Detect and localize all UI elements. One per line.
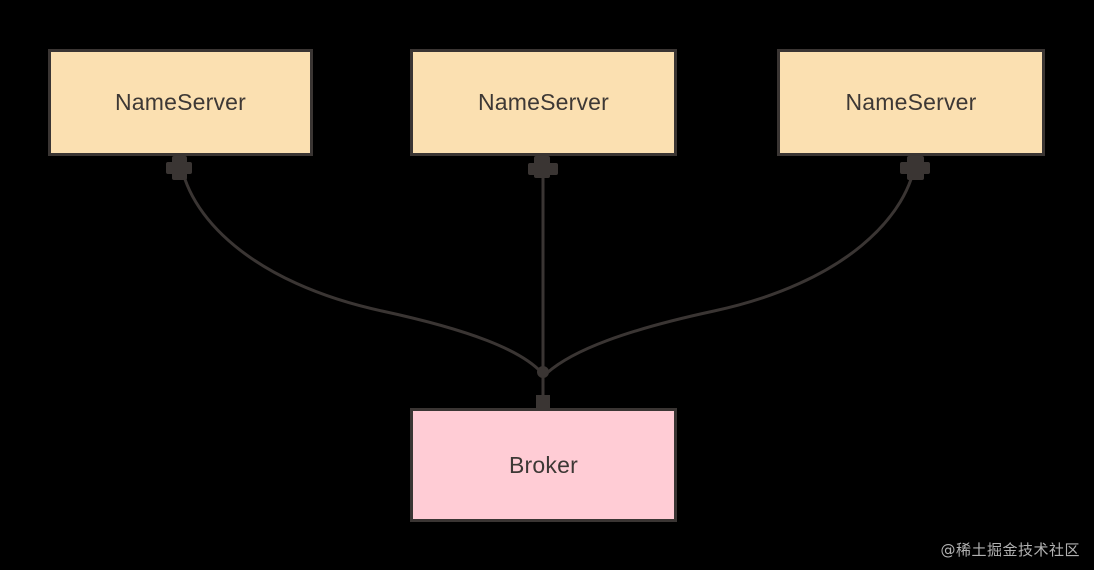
- edge-junction-marker: [537, 366, 549, 378]
- node-label: NameServer: [114, 89, 247, 115]
- edge-marker-left-wide: [166, 162, 192, 174]
- node-nameserver-left[interactable]: NameServer: [48, 49, 313, 156]
- node-label: NameServer: [477, 89, 610, 115]
- node-nameserver-center[interactable]: NameServer: [410, 49, 677, 156]
- edge-marker-right: [907, 156, 924, 180]
- edge-marker-center: [534, 156, 550, 178]
- edge-marker-left: [172, 156, 187, 180]
- edge-nameserver-right-to-broker: [545, 155, 918, 375]
- watermark: @稀土掘金技术社区: [940, 541, 1080, 559]
- node-label: Broker: [509, 451, 578, 478]
- node-nameserver-right[interactable]: NameServer: [777, 49, 1045, 156]
- node-label: NameServer: [845, 89, 977, 115]
- edge-marker-right-wide: [900, 162, 930, 174]
- node-broker[interactable]: Broker: [410, 408, 677, 522]
- edge-marker-center-wide: [528, 163, 558, 175]
- edge-nameserver-left-to-broker: [178, 155, 544, 375]
